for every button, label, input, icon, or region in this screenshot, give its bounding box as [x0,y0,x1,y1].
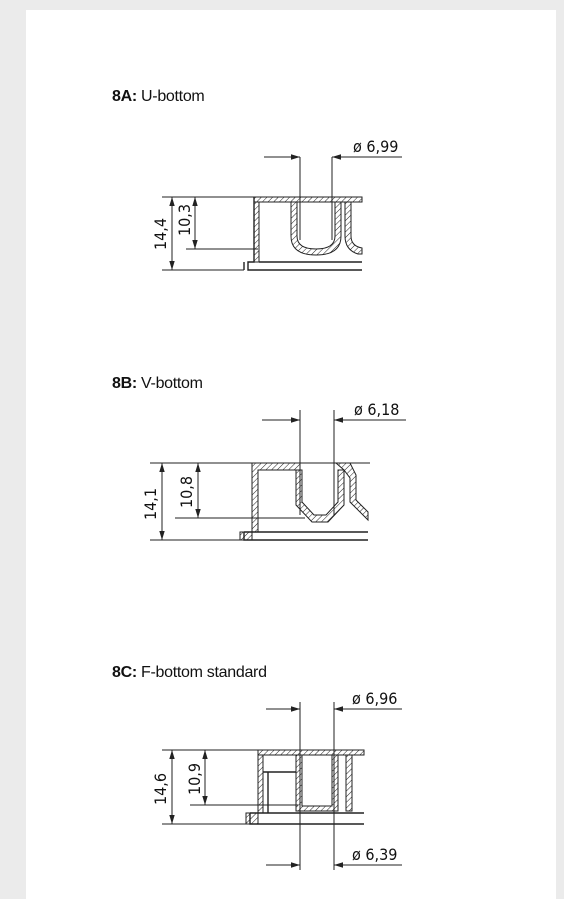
8b-next-well [334,462,369,522]
8c-foot [245,812,259,825]
8a-outer-height-label: 14,4 [151,218,170,250]
8a-plate-top [253,196,363,203]
section-8c-title: F-bottom standard [141,664,267,681]
8b-foot [239,531,253,541]
8c-inner-step [263,771,296,813]
8b-base [243,532,368,541]
section-8a-heading: 8A: U-bottom [112,88,205,106]
8c-inner-height-label: 10,9 [185,763,204,795]
8c-outer-height-label: 14,6 [151,773,170,805]
8c-diameter-bottom-label: ø 6,39 [352,845,397,864]
8b-inner-height-label: 10,8 [177,476,196,508]
8a-u-well [290,201,342,256]
section-8c-code: 8C: [112,664,137,681]
8c-base [249,812,364,825]
drawing-8b [150,410,406,541]
8b-skirt [251,462,301,533]
drawing-8a [162,154,402,271]
section-8b-code: 8B: [112,375,137,392]
section-8b-title: V-bottom [141,375,203,392]
8b-outer-height-label: 14,1 [141,488,160,520]
8c-plate-top [257,749,365,756]
8b-diameter-label: ø 6,18 [354,400,399,419]
8c-next-well [345,754,353,812]
8b-v-well [295,469,345,523]
8c-flat-well [295,754,339,812]
8a-diameter-label: ø 6,99 [353,137,398,156]
section-8a-code: 8A: [112,88,137,105]
8c-skirt [257,754,264,814]
8a-next-well [344,201,363,255]
8a-inner-height-label: 10,3 [175,204,194,236]
section-8c-heading: 8C: F-bottom standard [112,664,267,682]
drawing-8c [162,702,402,870]
section-8a-title: U-bottom [141,88,205,105]
8a-skirt [253,201,260,263]
section-8b-heading: 8B: V-bottom [112,375,203,393]
8c-diameter-top-label: ø 6,96 [352,689,397,708]
